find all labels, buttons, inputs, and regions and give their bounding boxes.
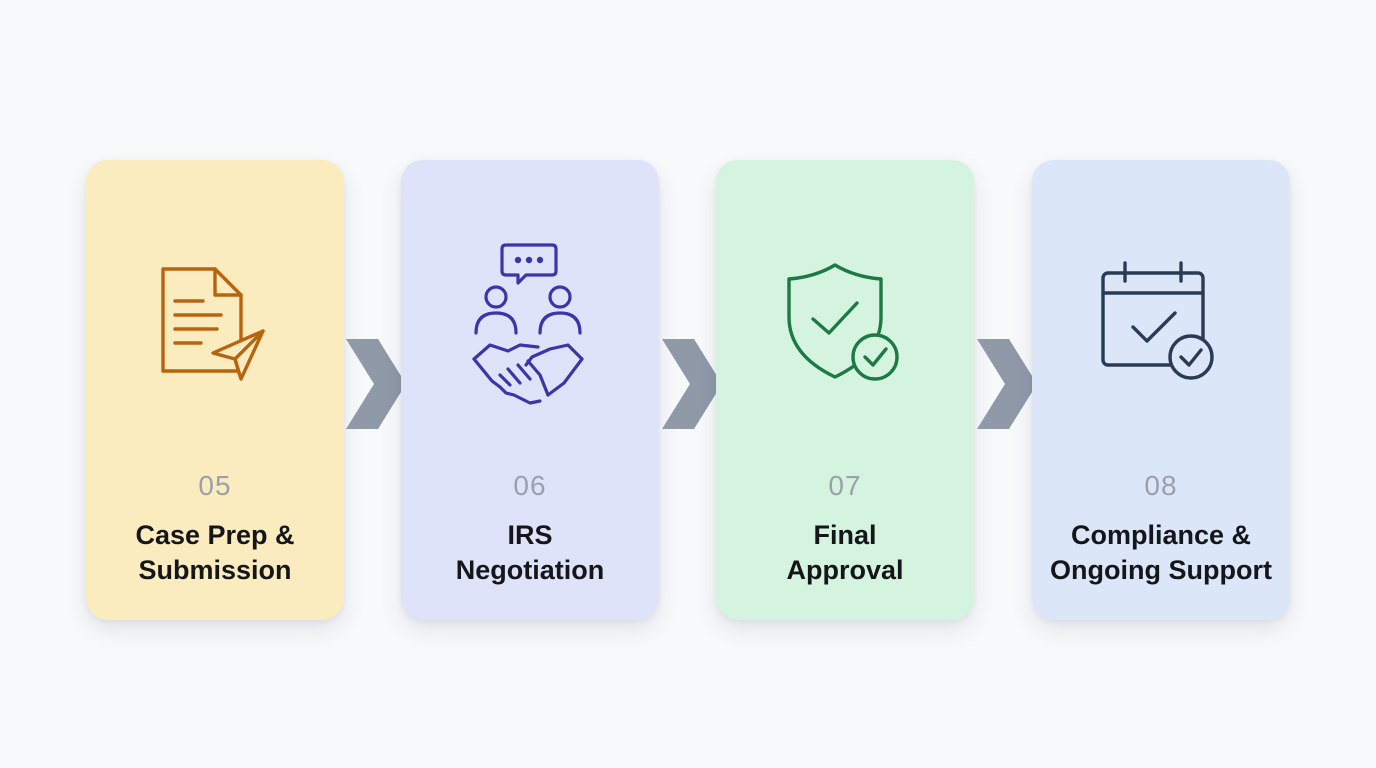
step-title: Compliance & Ongoing Support xyxy=(1032,518,1290,588)
step-title-line-1: Compliance & xyxy=(1070,520,1252,550)
step-number: 08 xyxy=(1144,470,1178,501)
step-card-08: 08 Compliance & Ongoing Support xyxy=(1032,160,1290,620)
step-card-07: 07 Final Approval xyxy=(716,160,974,620)
step-number: 05 xyxy=(198,470,232,501)
step-title-line-1: IRS xyxy=(507,520,553,550)
step-title: Final Approval xyxy=(716,518,974,588)
calendar-check-icon xyxy=(1032,246,1290,406)
step-title-line-1: Final xyxy=(813,520,877,550)
step-title: IRS Negotiation xyxy=(401,518,659,588)
chevron-right-icon xyxy=(977,339,1037,429)
step-title-line-2: Submission xyxy=(138,555,292,585)
step-title-line-2: Ongoing Support xyxy=(1050,555,1272,585)
step-title-line-2: Negotiation xyxy=(455,555,605,585)
step-number: 07 xyxy=(828,470,862,501)
chevron-right-icon xyxy=(662,339,722,429)
step-title: Case Prep & Submission xyxy=(86,518,344,588)
people-handshake-chat-icon xyxy=(401,243,659,406)
step-title-line-2: Approval xyxy=(786,555,904,585)
shield-check-icon xyxy=(716,246,974,406)
step-number: 06 xyxy=(513,470,547,501)
document-send-icon xyxy=(86,246,344,406)
chevron-right-icon xyxy=(346,339,406,429)
step-title-line-1: Case Prep & xyxy=(135,520,295,550)
step-card-05: 05 Case Prep & Submission xyxy=(86,160,344,620)
step-card-06: 06 IRS Negotiation xyxy=(401,160,659,620)
